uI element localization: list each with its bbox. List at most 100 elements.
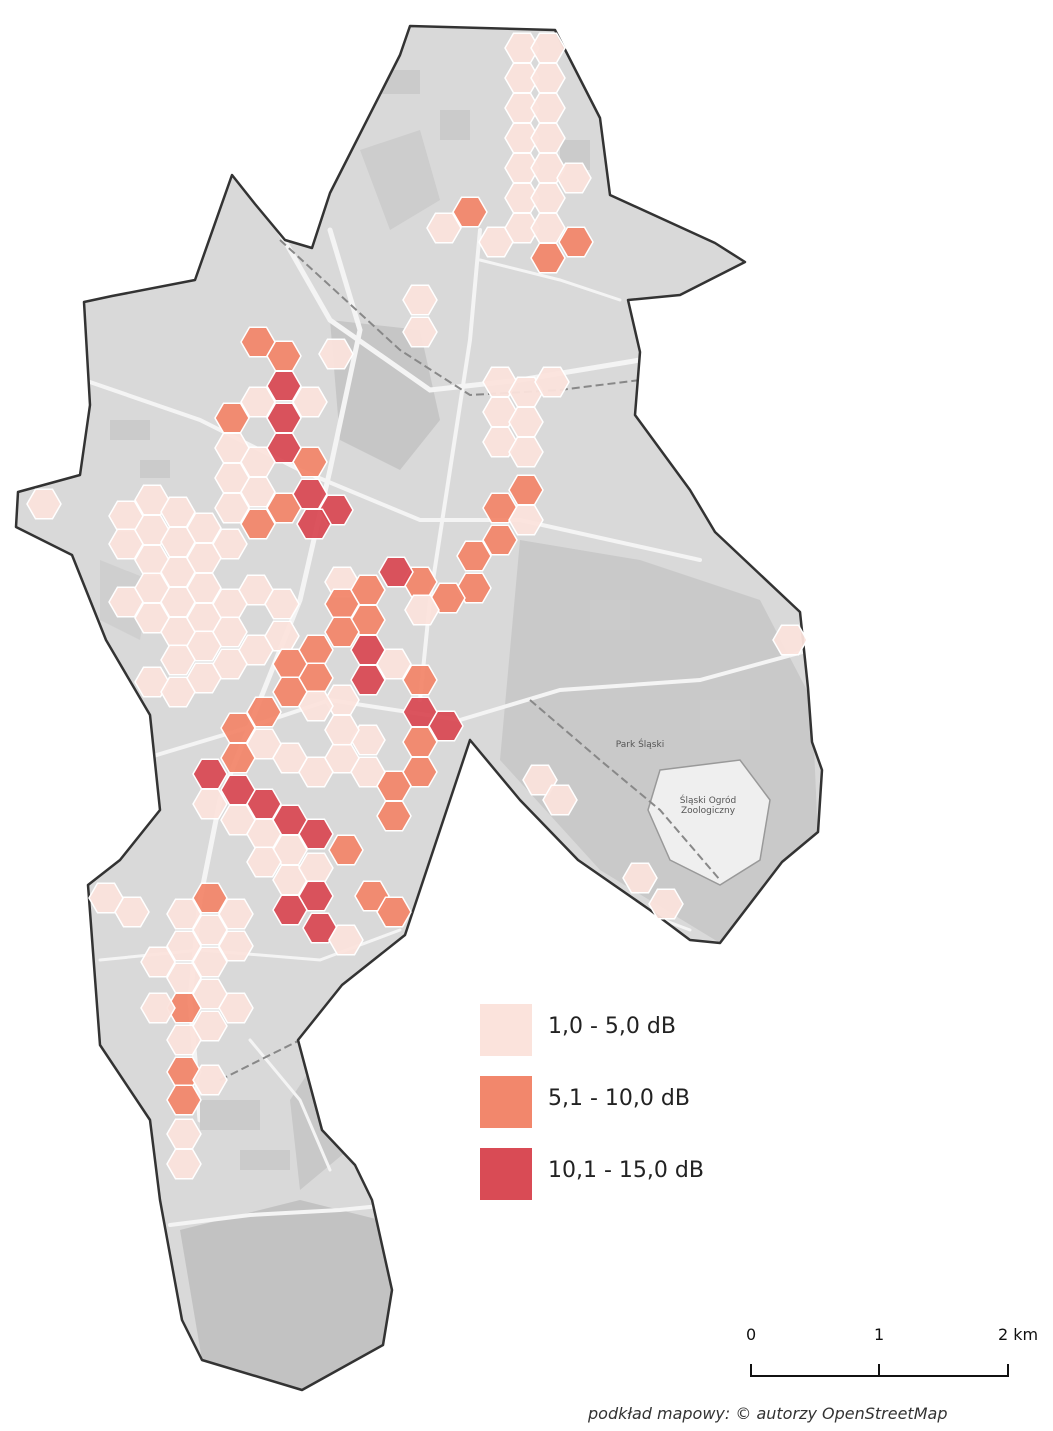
scale-bar: 0 1 2 km [730, 1325, 1040, 1385]
noise-hex-low [26, 488, 62, 520]
noise-hex-low [240, 476, 276, 508]
noise-hex-low [214, 492, 250, 524]
noise-hex-low [166, 1024, 202, 1056]
noise-hex-low [140, 992, 176, 1024]
legend-swatch-mid [480, 1076, 532, 1128]
scale-tick-2: 2 km [998, 1325, 1039, 1344]
legend-swatch-low [480, 1004, 532, 1056]
scale-tick-1: 1 [874, 1325, 885, 1344]
noise-hex-low [426, 212, 462, 244]
noise-hex-mid [266, 492, 302, 524]
noise-hex-low [478, 226, 514, 258]
noise-hex-low [404, 594, 440, 626]
noise-hex-low [192, 788, 228, 820]
noise-hex-low [240, 386, 276, 418]
noise-hex-mid [402, 664, 438, 696]
noise-hex-mid [376, 896, 412, 928]
noise-hex-low [186, 630, 222, 662]
noise-hex-low [218, 898, 254, 930]
noise-hex-low [212, 648, 248, 680]
zoo-label: Śląski Ogród Zoologiczny [679, 796, 737, 816]
noise-hex-low [88, 882, 124, 914]
noise-hex-low [192, 914, 228, 946]
noise-hex-low [530, 182, 566, 214]
noise-hex-low [508, 406, 544, 438]
noise-hex-mid [530, 242, 566, 274]
noise-hex-low [556, 162, 592, 194]
noise-hex-low [192, 978, 228, 1010]
legend-item-high: 10,1 - 15,0 dB [480, 1148, 800, 1220]
noise-hex-mid [376, 800, 412, 832]
noise-hex-low [246, 846, 282, 878]
noise-hex-low [238, 574, 274, 606]
noise-hex-low [530, 122, 566, 154]
noise-hex-high [266, 432, 302, 464]
noise-hex-low [622, 862, 658, 894]
noise-hex-mid [246, 696, 282, 728]
noise-hex-low [160, 676, 196, 708]
noise-hex-low [160, 644, 196, 676]
noise-hex-low [192, 946, 228, 978]
zoo-area [647, 759, 771, 886]
noise-hex-high [192, 758, 228, 790]
noise-hex-low [166, 1148, 202, 1180]
noise-hex-low [534, 366, 570, 398]
noise-hex-low [166, 930, 202, 962]
noise-hex-low [402, 316, 438, 348]
noise-hex-mid [402, 726, 438, 758]
noise-hex-low [140, 946, 176, 978]
legend-item-low: 1,0 - 5,0 dB [480, 1004, 800, 1076]
noise-hex-low [328, 924, 364, 956]
noise-hex-low [264, 620, 300, 652]
legend: 1,0 - 5,0 dB 5,1 - 10,0 dB 10,1 - 15,0 d… [480, 1004, 800, 1220]
noise-hex-low [166, 898, 202, 930]
noise-hex-low [298, 852, 334, 884]
noise-hex-low [218, 930, 254, 962]
noise-hex-mid [272, 676, 308, 708]
noise-hex-high [296, 508, 332, 540]
noise-hex-low [530, 32, 566, 64]
noise-hex-low [482, 426, 518, 458]
noise-hex-low [530, 92, 566, 124]
noise-hex-mid [240, 508, 276, 540]
noise-hex-low [772, 624, 808, 656]
noise-hex-low [530, 62, 566, 94]
noise-hex-low [530, 212, 566, 244]
noise-hex-low [318, 338, 354, 370]
noise-hex-low [134, 602, 170, 634]
legend-label-low: 1,0 - 5,0 dB [548, 1014, 676, 1039]
forest-area [180, 1200, 392, 1390]
noise-hex-high [428, 710, 464, 742]
legend-item-mid: 5,1 - 10,0 dB [480, 1076, 800, 1148]
noise-hex-mid [166, 1084, 202, 1116]
noise-hex-high [298, 880, 334, 912]
noise-hex-low [192, 1064, 228, 1096]
noise-hex-mid [482, 524, 518, 556]
noise-hex-low [508, 436, 544, 468]
noise-hex-high [298, 818, 334, 850]
noise-hex-mid [508, 474, 544, 506]
noise-hex-low [292, 386, 328, 418]
noise-hex-high [302, 912, 338, 944]
noise-hex-low [212, 616, 248, 648]
scale-tick-0: 0 [746, 1325, 757, 1344]
noise-hex-high [378, 556, 414, 588]
noise-hex-mid [456, 540, 492, 572]
noise-hex-low [402, 284, 438, 316]
district-border [14, 24, 824, 1392]
scale-bar-graphic [750, 1364, 1009, 1377]
noise-hex-low [220, 804, 256, 836]
noise-hex-low [542, 784, 578, 816]
noise-hex-low [324, 714, 360, 746]
noise-hex-high [266, 370, 302, 402]
noise-hex-mid [192, 882, 228, 914]
noise-hex-mid [240, 326, 276, 358]
noise-hex-low [508, 504, 544, 536]
noise-hex-mid [482, 492, 518, 524]
legend-label-high: 10,1 - 15,0 dB [548, 1158, 704, 1183]
noise-hex-low [218, 992, 254, 1024]
map-attribution: podkład mapowy: © autorzy OpenStreetMap [588, 1404, 948, 1423]
noise-hex-high [350, 664, 386, 696]
